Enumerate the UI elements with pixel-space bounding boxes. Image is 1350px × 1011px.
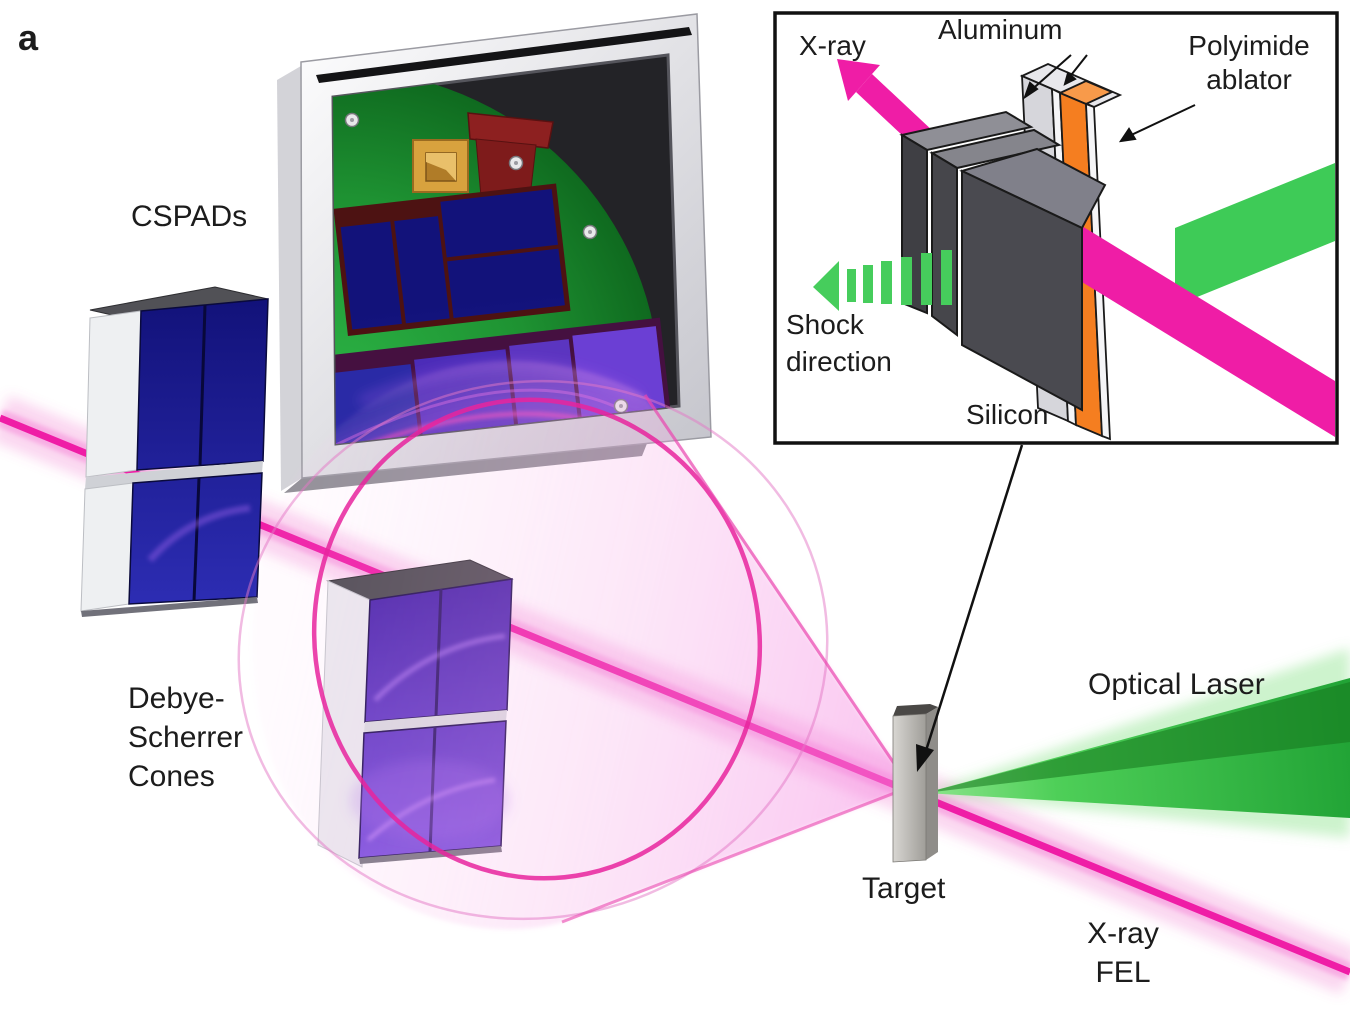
bottom-edge	[81, 597, 258, 617]
optical-laser-label: Optical Laser	[1088, 668, 1265, 701]
inset-silicon-label: Silicon	[966, 399, 1049, 430]
xray-fel-line1: X-ray	[1087, 917, 1159, 950]
cspad-stack-left	[80, 286, 269, 617]
xray-fel-label: X-ray FEL	[1058, 914, 1188, 992]
shock-line1: Shock	[786, 309, 864, 340]
panel-label: a	[18, 17, 39, 58]
inset-xray-in-beam	[1077, 223, 1335, 437]
cspads-label: CSPADs	[131, 200, 248, 233]
inset-border	[773, 11, 1339, 445]
polyimide-line1: Polyimide	[1188, 30, 1310, 61]
shock-arrowhead	[813, 261, 839, 311]
cone-edge-upper	[643, 394, 912, 788]
debye-scherrer-cones	[237, 361, 912, 930]
inset-pointer-arrow	[916, 444, 1024, 772]
debye-line2: Scherrer	[128, 721, 244, 754]
laser-cone-dark-band	[925, 682, 1350, 793]
target	[892, 704, 938, 863]
cone-edge-lower	[561, 785, 911, 924]
cone-haze	[252, 361, 910, 930]
debye-line1: Debye-	[128, 682, 225, 715]
inset-polyimide-label: Polyimide ablator	[1180, 29, 1318, 97]
target-front-face	[892, 713, 927, 863]
shock-direction-arrow	[813, 250, 952, 311]
target-label: Target	[862, 872, 946, 905]
bright-ring	[311, 397, 763, 881]
inset-xray-label: X-ray	[799, 30, 866, 61]
polyimide-line2: ablator	[1206, 64, 1292, 95]
debye-scherrer-label: Debye- Scherrer Cones	[128, 679, 243, 796]
inset-aluminum-label: Aluminum	[938, 14, 1063, 45]
xray-fel-line2: FEL	[1095, 956, 1151, 989]
inset-annotation-arrows	[1023, 54, 1196, 143]
target-top-cap	[893, 704, 938, 716]
panel-seam	[192, 477, 201, 602]
module-gap	[85, 461, 263, 489]
silicon-slab2-front	[931, 151, 958, 338]
inset-shock-label: Shock direction	[786, 306, 892, 380]
inset-silicon-blocks	[899, 110, 1107, 412]
debye-line3: Cones	[128, 760, 215, 793]
inset-laser-beam	[1175, 163, 1335, 306]
panel-seam	[198, 304, 207, 467]
detector-box-left-face	[277, 66, 302, 491]
cspad-left-side-face2	[80, 482, 134, 612]
detector-frame-groove	[316, 27, 692, 83]
inset-target-structure	[773, 11, 1339, 445]
red-bracket-top	[467, 112, 554, 149]
diffraction-arc	[147, 504, 251, 563]
optical-laser-beam	[925, 648, 1350, 838]
pointer-arrowhead	[916, 744, 934, 772]
silicon-block-front	[961, 169, 1083, 412]
gold-connector	[412, 139, 469, 193]
shock-line2: direction	[786, 346, 892, 377]
pointer-line	[922, 444, 1024, 758]
cspad-left-side-face	[85, 310, 142, 478]
